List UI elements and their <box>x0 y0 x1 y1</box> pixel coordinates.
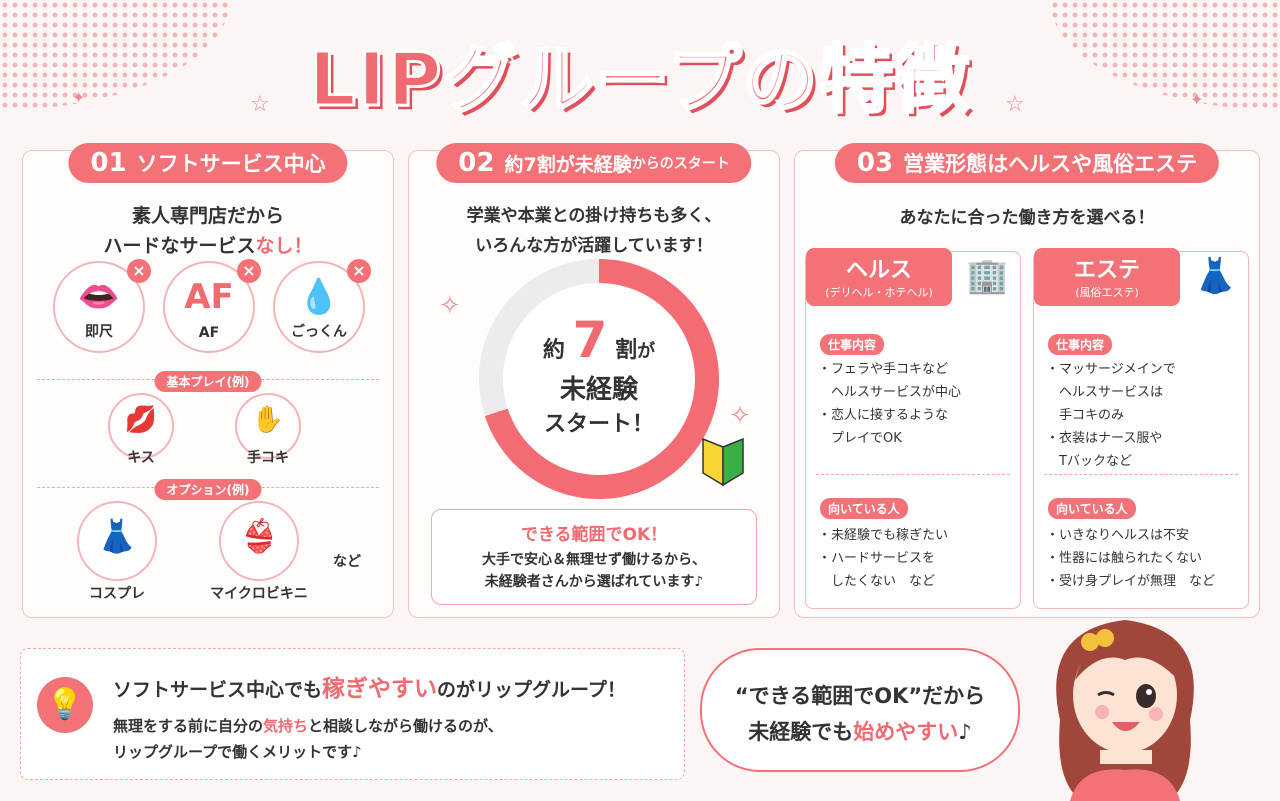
ring-label: 約 7 割が 未経験 スタート！ <box>503 283 695 475</box>
basic-play: 💋 <box>108 393 174 459</box>
card-heading: 03 営業形態はヘルスや風俗エステ <box>834 143 1220 183</box>
option-play: 👙 <box>219 501 299 581</box>
kiss-icon: 💋 <box>124 405 158 435</box>
lightbulb-icon: 💡 <box>37 677 93 733</box>
dress-icon: 👗 <box>97 517 137 555</box>
job-list: ・フェラや手コキなど ヘルスサービスが中心 ・恋人に接するような プレイでOK <box>818 362 962 446</box>
feature-card-soft-service: 01 ソフトサービス中心 素人専門店だから ハードなサービスなし！ 👄 即尺 ×… <box>22 143 394 618</box>
sparkle-icon: ✦ <box>72 88 86 107</box>
divider <box>1044 474 1238 475</box>
ok-range-box: できる範囲でOK！ 大手で安心＆無理せず働けるから、 未経験者さんから選ばれてい… <box>431 509 757 605</box>
fit-list: ・いきなりヘルスは不安 ・性器には触られたくない ・受け身プレイが無理 など <box>1046 528 1216 589</box>
star-icon: ☆ <box>1005 92 1025 117</box>
star-icon: ☆ <box>250 92 270 117</box>
page-title: LIPグループの特徴 <box>307 36 972 125</box>
maid-dress-icon: 👗 <box>1194 256 1237 296</box>
hand-icon: ✋ <box>251 405 285 435</box>
sparkle-icon: ✧ <box>729 401 751 431</box>
card-heading: 01 ソフトサービス中心 <box>68 143 348 183</box>
este-panel: エステ (風俗エステ) 👗 仕事内容 ・マッサージメインで ヘルスサービスは 手… <box>1033 248 1249 609</box>
health-panel: ヘルス (デリヘル・ホテヘル) 🏢 仕事内容 ・フェラや手コキなど ヘルスサービ… <box>805 248 1021 609</box>
drop-icon: 💧 <box>297 277 341 317</box>
speech-bubble: “できる範囲でOK”だから 未経験でも始めやすい♪ <box>700 648 1020 772</box>
este-heading: エステ (風俗エステ) <box>1034 248 1180 306</box>
divider <box>816 474 1010 475</box>
card-lead: 素人専門店だから ハードなサービスなし！ <box>103 205 313 257</box>
close-icon: × <box>347 259 371 283</box>
card-lead: 学業や本業との掛け持ちも多く、 いろんな方が活躍しています！ <box>466 206 722 256</box>
beginner-mark-icon <box>699 437 747 487</box>
sparkle-icon: ✦ <box>1190 90 1204 109</box>
basic-play: ✋ <box>235 393 301 459</box>
health-heading: ヘルス (デリヘル・ホテヘル) <box>806 248 952 306</box>
bikini-icon: 👙 <box>239 517 279 555</box>
close-icon: × <box>127 259 151 283</box>
building-icon: 🏢 <box>966 256 1009 296</box>
mascot-girl-illustration <box>1020 600 1230 801</box>
ng-service: 💧 ごっくん × <box>273 259 371 353</box>
merit-body: 無理をする前に自分の気持ちと相談しながら働けるのが、 リップグループで働くメリッ… <box>113 717 503 761</box>
option-play: 👗 <box>77 501 157 581</box>
section-tag: 基本プレイ(例) <box>154 371 262 392</box>
ng-service: 👄 即尺 × <box>53 259 151 353</box>
job-list: ・マッサージメインで ヘルスサービスは 手コキのみ ・衣装はナース服や Tバック… <box>1046 362 1176 469</box>
af-icon: AF <box>184 277 234 317</box>
close-icon: × <box>237 259 261 283</box>
merit-box: 💡 ソフトサービス中心でも稼ぎやすいのがリップグループ！ 無理をする前に自分の気… <box>20 648 685 780</box>
lips-icon: 👄 <box>77 277 121 317</box>
feature-card-beginners: 02 約7割が未経験からのスタート 学業や本業との掛け持ちも多く、 いろんな方が… <box>408 143 780 618</box>
percent-ring-chart: 約 7 割が 未経験 スタート！ <box>479 259 719 499</box>
section-tag: オプション(例) <box>154 479 262 500</box>
ng-service: AF AF × <box>163 259 261 353</box>
sparkle-icon: ✧ <box>439 291 461 321</box>
merit-headline: ソフトサービス中心でも稼ぎやすいのがリップグループ！ <box>113 676 626 702</box>
feature-card-business-types: 03 営業形態はヘルスや風俗エステ あなたに合った働き方を選べる！ ヘルス (デ… <box>794 143 1260 618</box>
fit-list: ・未経験でも稼ぎたい ・ハードサービスを したくない など <box>818 528 949 589</box>
card-heading: 02 約7割が未経験からのスタート <box>436 143 752 183</box>
